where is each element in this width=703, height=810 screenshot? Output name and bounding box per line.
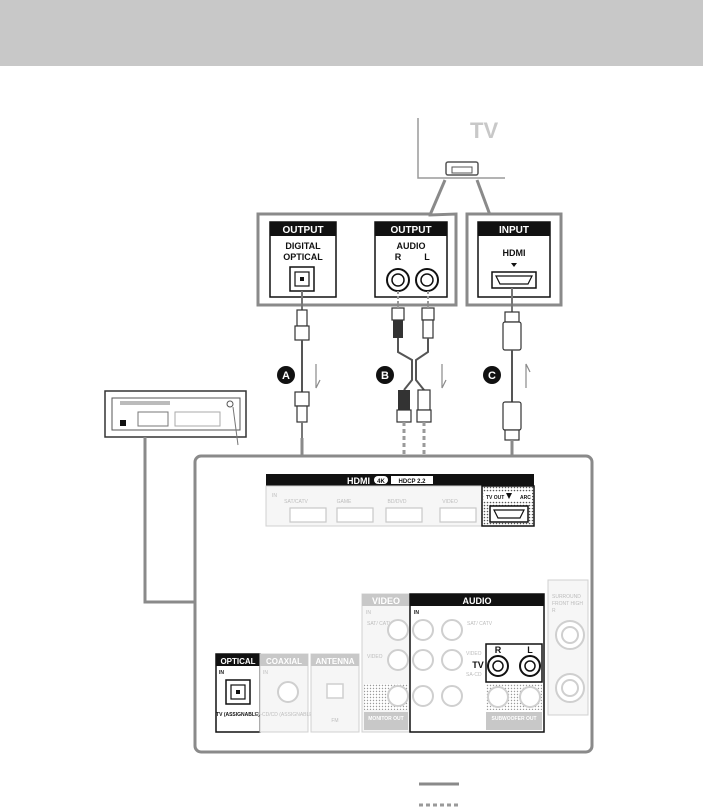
video-monitor-out-label: MONITOR OUT — [368, 716, 403, 722]
audio-video-label: VIDEO — [466, 651, 482, 657]
optical-in-mark: IN — [219, 670, 224, 676]
cable-a-badge — [277, 366, 295, 384]
cable-b-badge — [376, 366, 394, 384]
cable-c-badge — [483, 366, 501, 384]
tv-audio-l: L — [424, 252, 430, 262]
audio-tv-r-label: R — [495, 645, 502, 655]
audio-sat-label: SAT/ CATV — [467, 621, 493, 627]
tv-hdmi-header: INPUT — [499, 225, 529, 236]
hdmi-input-3-label: BD/DVD — [388, 499, 407, 505]
surround-line1: SURROUND — [552, 594, 581, 600]
antenna-title: ANTENNA — [315, 657, 354, 666]
hdmi-4k-badge: 4K — [377, 479, 385, 485]
coaxial-sub-label: SA-CD/CD (ASSIGNABLE) — [254, 712, 315, 718]
video-video-label: VIDEO — [367, 654, 383, 660]
hdmi-input-4-label: VIDEO — [442, 499, 458, 505]
hdmi-tv-out-label: TV OUT — [486, 495, 504, 501]
cable-a-label: A — [282, 370, 290, 382]
surround-r-label: R — [552, 608, 556, 614]
audio-in-mark: IN — [414, 610, 419, 616]
audio-tv-label: TV — [472, 660, 484, 670]
hdmi-input-2-label: GAME — [337, 499, 352, 505]
optical-title: OPTICAL — [220, 657, 255, 666]
signal-arrow-b — [441, 364, 447, 389]
hdmi-bar-label: HDMI — [347, 476, 370, 486]
antenna-fm-label: FM — [331, 718, 338, 724]
cable-b-label: B — [381, 370, 389, 382]
video-in-mark: IN — [366, 610, 371, 616]
tv-hdmi-input-panel: INPUT HDMI — [477, 221, 551, 298]
tv-input-callout — [465, 212, 563, 307]
receiver-rear-panel: HDMI 4K HDCP 2.2 IN SAT/CATV GAME BD/DVD… — [193, 454, 594, 754]
surround-line2: FRONT HIGH — [552, 601, 583, 607]
hdmi-input-1-label: SAT/CATV — [284, 499, 308, 505]
tv-optical-header: OUTPUT — [282, 225, 323, 236]
tv-audio-header: OUTPUT — [390, 225, 431, 236]
tv-audio-output-panel: OUTPUT AUDIO R L — [374, 221, 448, 298]
coaxial-in-mark: IN — [263, 670, 268, 676]
video-sat-label: SAT/ CATV — [367, 621, 393, 627]
hdmi-arc-label: ARC — [520, 495, 531, 501]
tv-hdmi-title: HDMI — [503, 248, 526, 258]
video-title: VIDEO — [372, 596, 400, 606]
tv-optical-line2: OPTICAL — [283, 252, 323, 262]
receiver-front-illustration — [104, 390, 247, 604]
audio-title: AUDIO — [463, 596, 492, 606]
tv-illustration: TV — [417, 118, 505, 216]
tv-audio-title: AUDIO — [397, 241, 426, 251]
tv-audio-r: R — [395, 252, 402, 262]
hdmi-in-mark: IN — [272, 493, 277, 499]
audio-sacd-label: SA-CD — [466, 672, 482, 678]
tv-label: TV — [470, 118, 498, 143]
header-band — [0, 0, 703, 66]
cable-c-label: C — [488, 370, 496, 382]
coaxial-title: COAXIAL — [266, 657, 302, 666]
signal-arrow-a — [315, 364, 321, 389]
tv-optical-output-panel: OUTPUT DIGITAL OPTICAL — [269, 221, 337, 298]
optical-tv-assignable: TV (ASSIGNABLE) — [216, 712, 260, 718]
tv-output-callout — [256, 212, 458, 307]
signal-arrow-c — [525, 363, 531, 388]
tv-optical-line1: DIGITAL — [285, 241, 321, 251]
audio-tv-l-label: L — [527, 645, 533, 655]
audio-subwoofer-out-label: SUBWOOFER OUT — [492, 716, 537, 722]
hdcp-label: HDCP 2.2 — [399, 479, 427, 485]
